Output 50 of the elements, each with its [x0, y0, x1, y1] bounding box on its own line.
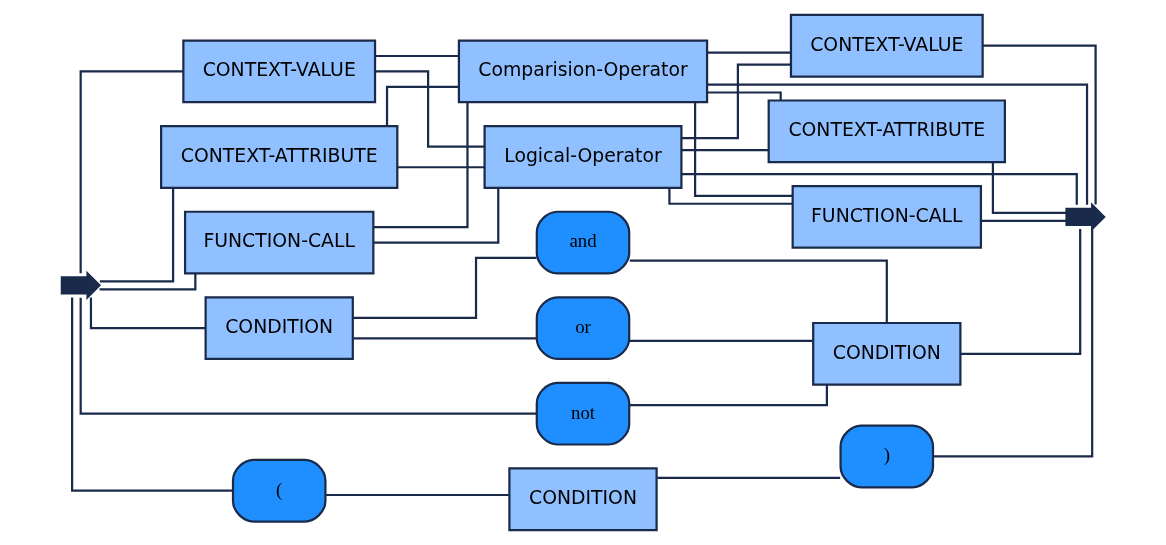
connector — [668, 187, 793, 205]
connector — [707, 91, 782, 100]
node-box: Logical-Operator — [483, 125, 683, 189]
node-box: FUNCTION-CALL — [791, 184, 983, 249]
connector — [397, 166, 485, 169]
connector — [385, 85, 459, 126]
node-box: CONTEXT-ATTRIBUTE — [160, 125, 399, 189]
node-box: Comparision-Operator — [457, 39, 709, 104]
node-box: CONDITION — [812, 321, 962, 386]
node-box: CONTEXT-ATTRIBUTE — [767, 99, 1006, 164]
connector — [681, 63, 791, 140]
connector — [629, 384, 828, 407]
connector — [89, 297, 206, 330]
node-box: or — [535, 296, 631, 361]
connector — [681, 149, 769, 152]
connector — [629, 259, 888, 323]
node-box: CONDITION — [508, 467, 658, 532]
connector — [375, 70, 485, 148]
node-box: ) — [839, 424, 935, 489]
connector — [375, 54, 459, 58]
connector — [71, 297, 233, 492]
node-arrow — [1065, 202, 1106, 232]
node-box: FUNCTION-CALL — [183, 210, 375, 275]
connector — [99, 273, 197, 291]
node-box: CONDITION — [204, 296, 354, 361]
connector — [960, 229, 1082, 355]
connector — [373, 187, 500, 244]
connector — [707, 83, 1089, 205]
connector — [933, 229, 1094, 458]
connector — [326, 493, 509, 497]
connector — [373, 102, 469, 229]
connector — [681, 173, 1078, 205]
connector — [353, 337, 537, 340]
connector — [99, 188, 175, 283]
node-box: CONTEXT-VALUE — [182, 39, 377, 104]
connector — [982, 44, 1097, 205]
connector — [991, 162, 1067, 214]
node-arrow — [60, 270, 102, 300]
connector — [629, 339, 813, 343]
connector — [79, 297, 537, 415]
connector — [353, 256, 537, 319]
connector — [79, 70, 183, 274]
connector — [707, 51, 791, 54]
connector — [657, 476, 841, 479]
node-box: ( — [231, 458, 327, 523]
node-box: CONTEXT-VALUE — [789, 13, 984, 78]
node-box: not — [535, 381, 631, 446]
connector — [981, 219, 1066, 222]
node-box: and — [535, 210, 631, 275]
connector — [694, 102, 793, 197]
